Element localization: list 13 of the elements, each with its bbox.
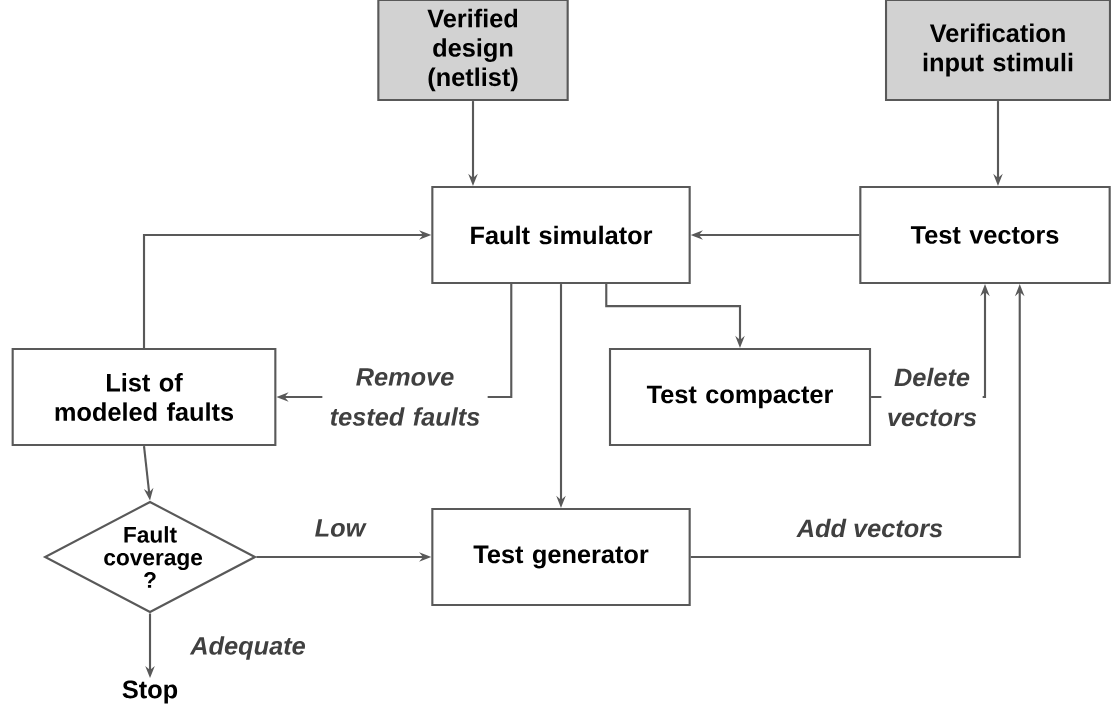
stop-label: Stop — [122, 680, 178, 704]
process-box: List of modeled faults — [11, 347, 277, 447]
edge-label: Adequate — [189, 636, 305, 660]
process-box: Fault simulator — [431, 185, 691, 285]
process-box: Verified design (netlist) — [377, 0, 569, 102]
process-box: Test vectors — [859, 185, 1111, 285]
edge-label: Delete vectors — [881, 365, 983, 429]
process-box: Verification input stimuli — [884, 0, 1111, 102]
process-box: Test generator — [431, 507, 691, 607]
edge-label: Add vectors — [796, 518, 943, 538]
edge-label: Remove tested faults — [322, 365, 488, 429]
process-box: Test compacter — [608, 347, 872, 447]
edge-label: Low — [315, 519, 367, 537]
